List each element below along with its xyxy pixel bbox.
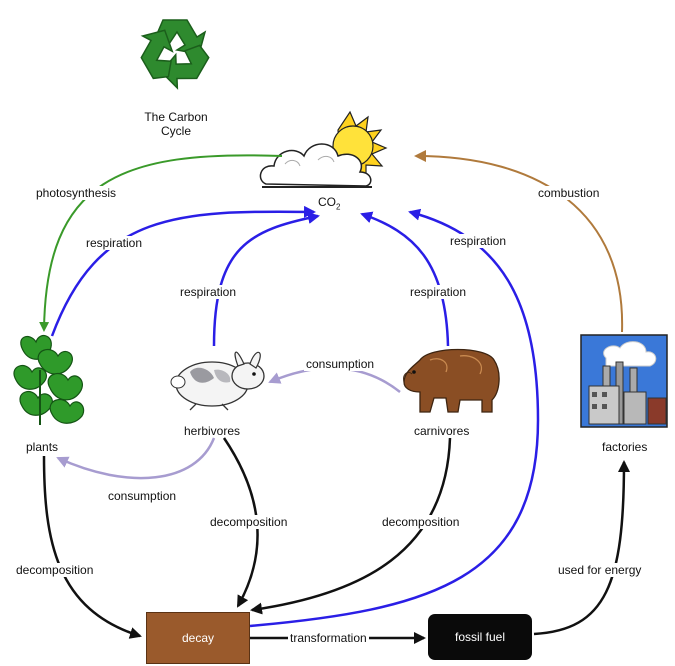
co2-subscript: 2 (336, 202, 341, 212)
node-herbivores: herbivores (184, 424, 241, 438)
title-line-1: The Carbon (144, 110, 208, 124)
arrow-respiration-herbivores (212, 212, 320, 347)
plants-icon (13, 334, 85, 425)
title-line-2: Cycle (160, 124, 191, 138)
co2-label: CO2 (318, 195, 340, 211)
label-consumption-herbivores: consumption (106, 489, 179, 503)
arrow-consumption-carnivores (268, 366, 401, 393)
label-respiration-plants: respiration (84, 236, 145, 250)
label-used-for-energy: used for energy (556, 563, 644, 577)
arrow-respiration-decay (249, 208, 540, 628)
factory-icon (580, 334, 668, 428)
arrow-decomposition-plants (42, 455, 142, 639)
label-consumption-carnivores: consumption (304, 357, 377, 371)
arrow-decomposition-carnivores (250, 437, 452, 615)
arrow-consumption-herbivores (56, 437, 216, 480)
label-respiration-carnivores: respiration (408, 285, 469, 299)
label-respiration-herbivores: respiration (178, 285, 239, 299)
sun-cloud-icon (259, 110, 388, 188)
node-decay: decay (146, 612, 250, 664)
node-carnivores: carnivores (414, 424, 470, 438)
diagram-title: The Carbon Cycle (126, 110, 226, 138)
label-decomposition-plants: decomposition (14, 563, 96, 577)
node-factories: factories (602, 440, 648, 454)
arrow-used-for-energy (533, 460, 630, 636)
co2-main: CO (318, 195, 336, 209)
arrow-photosynthesis (39, 154, 283, 332)
label-decomposition-carnivores: decomposition (380, 515, 462, 529)
recycle-icon (140, 19, 210, 90)
node-plants: plants (26, 440, 59, 454)
label-photosynthesis: photosynthesis (34, 186, 119, 200)
label-respiration-decay: respiration (448, 234, 509, 248)
node-fossil-fuel: fossil fuel (428, 614, 532, 660)
label-combustion: combustion (536, 186, 602, 200)
rabbit-icon (170, 351, 265, 411)
arrow-respiration-carnivores (360, 211, 450, 347)
label-decomposition-herbivores: decomposition (208, 515, 290, 529)
arrow-respiration-plants (50, 205, 316, 337)
bear-icon (403, 348, 500, 413)
label-transformation: transformation (288, 631, 369, 645)
